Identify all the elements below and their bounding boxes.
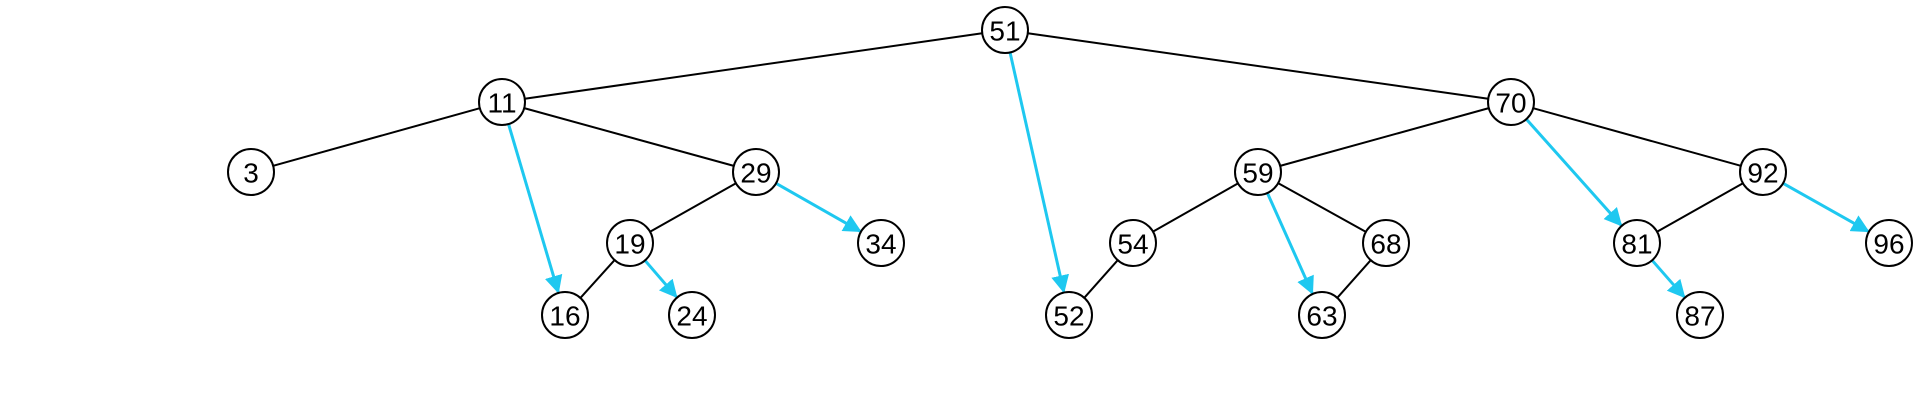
thread-arrow-29-34 <box>775 182 862 233</box>
node-circle <box>1298 291 1346 339</box>
edge-51-11 <box>524 32 983 100</box>
node-circle <box>1109 219 1157 267</box>
node-label: 51 <box>989 16 1020 47</box>
tree-node-87: 87 <box>1676 291 1724 339</box>
node-label: 34 <box>865 229 896 260</box>
edge-92-81 <box>1656 182 1744 233</box>
edge-29-19 <box>649 182 737 233</box>
node-circle <box>1739 148 1787 196</box>
node-label: 52 <box>1053 301 1084 332</box>
node-circle <box>732 148 780 196</box>
thread-arrow-19-24 <box>643 259 678 299</box>
node-label: 59 <box>1242 158 1273 189</box>
thread-arrow-81-87 <box>1651 259 1686 299</box>
tree-edges <box>272 32 1744 299</box>
node-label: 19 <box>614 229 645 260</box>
node-circle <box>981 6 1029 54</box>
tree-node-70: 70 <box>1487 78 1535 126</box>
node-label: 87 <box>1684 301 1715 332</box>
node-label: 70 <box>1495 88 1526 119</box>
node-label: 92 <box>1747 158 1778 189</box>
tree-node-19: 19 <box>606 219 654 267</box>
tree-node-52: 52 <box>1045 291 1093 339</box>
thread-arrow-92-96 <box>1782 181 1870 233</box>
thread-arrow-70-81 <box>1525 118 1623 227</box>
edge-59-54 <box>1152 182 1239 233</box>
tree-node-81: 81 <box>1613 219 1661 267</box>
edge-70-92 <box>1532 107 1742 167</box>
node-circle <box>227 148 275 196</box>
tree-node-51: 51 <box>981 6 1029 54</box>
tree-node-29: 29 <box>732 148 780 196</box>
tree-node-11: 11 <box>478 78 526 126</box>
node-circle <box>1865 219 1913 267</box>
node-circle <box>668 291 716 339</box>
node-label: 81 <box>1621 229 1652 260</box>
tree-node-54: 54 <box>1109 219 1157 267</box>
tree-node-92: 92 <box>1739 148 1787 196</box>
node-label: 68 <box>1370 229 1401 260</box>
tree-node-34: 34 <box>857 219 905 267</box>
node-circle <box>478 78 526 126</box>
node-circle <box>1234 148 1282 196</box>
node-label: 54 <box>1117 229 1148 260</box>
node-circle <box>1045 291 1093 339</box>
node-label: 96 <box>1873 229 1904 260</box>
node-label: 24 <box>676 301 707 332</box>
thread-arrow-59-63 <box>1266 192 1314 295</box>
edge-11-29 <box>523 107 735 167</box>
tree-node-3: 3 <box>227 148 275 196</box>
edge-19-16 <box>579 259 616 299</box>
edge-68-63 <box>1336 259 1372 299</box>
edge-59-68 <box>1277 182 1367 233</box>
node-circle <box>857 219 905 267</box>
thread-arrow-51-52 <box>1008 52 1069 294</box>
node-label: 29 <box>740 158 771 189</box>
node-label: 16 <box>549 301 580 332</box>
edge-51-70 <box>1027 32 1489 100</box>
edge-11-3 <box>272 107 481 167</box>
tree-node-16: 16 <box>541 291 589 339</box>
tree-node-68: 68 <box>1362 219 1410 267</box>
tree-nodes: 51 11 70 3 29 19 34 16 24 59 92 54 68 52 63 81 96 87 <box>227 6 1913 339</box>
tree-node-96: 96 <box>1865 219 1913 267</box>
node-circle <box>1676 291 1724 339</box>
node-circle <box>606 219 654 267</box>
tree-node-59: 59 <box>1234 148 1282 196</box>
node-label: 11 <box>487 88 516 119</box>
tree-node-24: 24 <box>668 291 716 339</box>
node-circle <box>1613 219 1661 267</box>
edge-54-52 <box>1083 259 1119 299</box>
node-label: 3 <box>243 158 259 189</box>
node-circle <box>1487 78 1535 126</box>
node-circle <box>541 291 589 339</box>
thread-arrows <box>507 52 1870 299</box>
tree-node-63: 63 <box>1298 291 1346 339</box>
thread-arrow-11-16 <box>507 123 563 294</box>
node-circle <box>1362 219 1410 267</box>
edge-70-59 <box>1279 107 1490 167</box>
node-label: 63 <box>1306 301 1337 332</box>
